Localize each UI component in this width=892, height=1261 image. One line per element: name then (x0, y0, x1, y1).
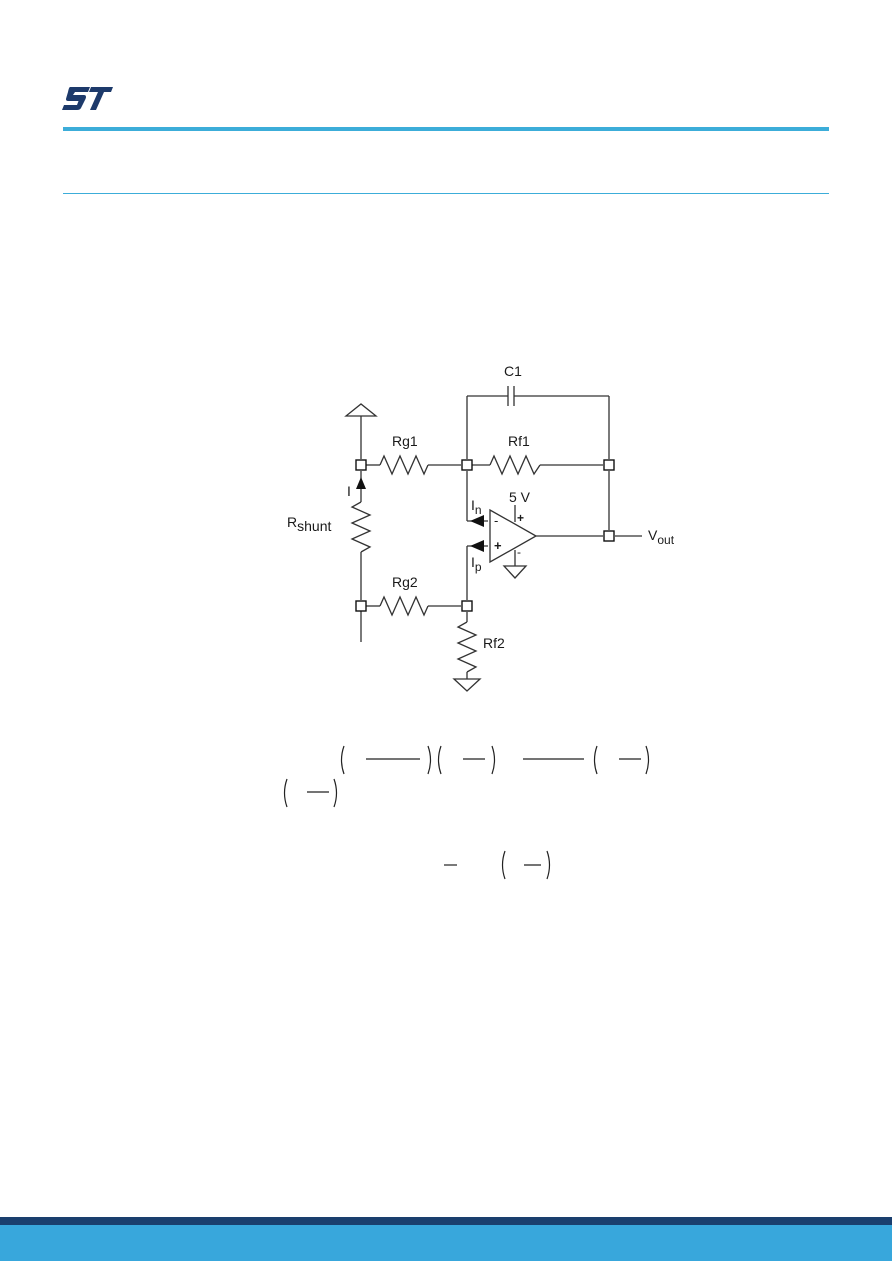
header-rule (63, 127, 829, 131)
top-ground-symbol (344, 403, 378, 417)
footer-bar (0, 1225, 892, 1261)
logo-letter-t (89, 87, 113, 110)
logo-letter-s (62, 87, 90, 110)
label-in: In (471, 497, 482, 517)
rf1-resistor (489, 454, 541, 476)
label-opamp-minus: - (494, 513, 498, 528)
current-arrow-in (470, 515, 484, 527)
label-i: I (347, 483, 351, 499)
label-in-main: I (471, 497, 475, 513)
node-rshunt-bottom (355, 600, 367, 612)
equation-fragment-2 (444, 850, 551, 880)
label-rf2: Rf2 (483, 635, 505, 651)
label-vout-sub: out (657, 533, 674, 547)
circuit-diagram: C1 Rg1 Rf1 Rg2 Rf2 5 V I In Ip Rshunt Vo… (287, 363, 675, 692)
current-arrow-i (356, 477, 366, 489)
label-ip-sub: p (475, 560, 482, 574)
equation-fragment-1 (283, 745, 650, 808)
rg2-resistor (379, 595, 429, 617)
label-supply-plus: + (517, 511, 524, 525)
opamp-symbol (489, 508, 538, 564)
label-rf1: Rf1 (508, 433, 530, 449)
label-opamp-plus: + (494, 538, 502, 553)
node-rshunt-top (355, 459, 367, 471)
st-logo-icon (62, 87, 113, 110)
footer-bar-dark (0, 1217, 892, 1225)
node-noninverting (461, 600, 473, 612)
label-c1: C1 (504, 363, 522, 379)
bottom-ground-symbol (452, 678, 482, 692)
label-ip: Ip (471, 554, 482, 574)
node-feedback (603, 459, 615, 471)
label-in-sub: n (475, 503, 482, 517)
label-rg2: Rg2 (392, 574, 418, 590)
rg1-resistor (379, 454, 429, 476)
label-ip-main: I (471, 554, 475, 570)
rf2-resistor (456, 621, 478, 673)
section-rule (63, 193, 829, 194)
node-inverting (461, 459, 473, 471)
label-rshunt-sub: shunt (297, 518, 331, 534)
label-rshunt-main: R (287, 514, 297, 530)
rshunt-resistor (350, 501, 372, 553)
label-rshunt: Rshunt (287, 514, 331, 534)
label-supply: 5 V (509, 489, 531, 505)
opamp-ground-symbol (502, 565, 528, 579)
label-rg1: Rg1 (392, 433, 418, 449)
label-vout: Vout (648, 527, 675, 547)
label-supply-minus: - (517, 545, 521, 559)
label-vout-main: V (648, 527, 658, 543)
node-output (603, 530, 615, 542)
current-arrow-ip (470, 540, 484, 552)
